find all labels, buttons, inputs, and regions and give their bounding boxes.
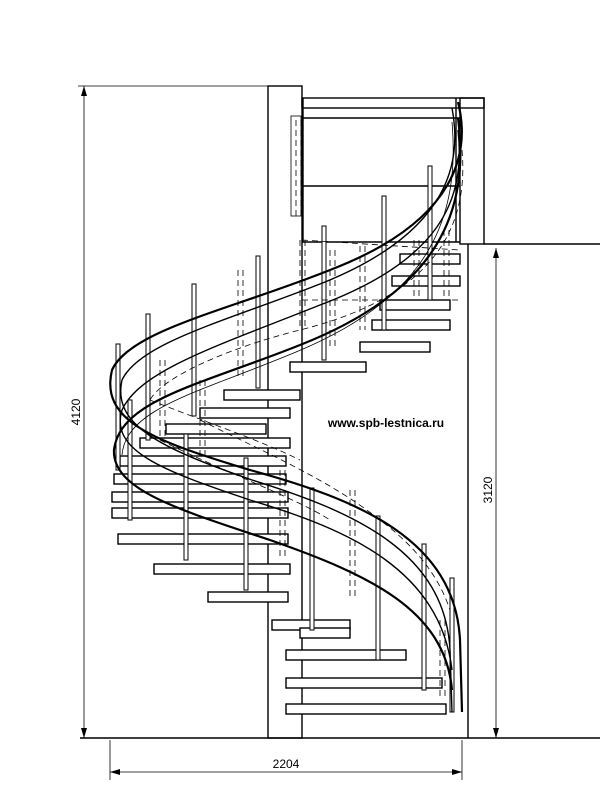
stair-tread (299, 627, 351, 639)
dimension-floor-height: 3120 (481, 248, 499, 738)
width-label: 2204 (273, 757, 300, 771)
stair-tread (111, 491, 289, 503)
baluster (127, 399, 133, 521)
baluster (183, 433, 189, 561)
dimension-width: 2204 (109, 740, 463, 780)
baluster (243, 457, 249, 591)
stair-tread (207, 591, 289, 603)
stair-tread (111, 507, 289, 519)
stair-tread (285, 649, 407, 661)
stair-tread (285, 703, 447, 715)
baluster (421, 543, 427, 691)
dimension-total-height: 4120 (69, 85, 268, 738)
stair-tread (289, 361, 367, 373)
baluster (191, 283, 197, 417)
stair-tread (359, 341, 431, 353)
baluster (255, 255, 261, 389)
handrail-back (112, 117, 462, 691)
stair-tread (371, 319, 451, 331)
hidden-stringer (149, 149, 464, 611)
website-url: www.spb-lestnica.ru (327, 416, 444, 430)
baluster (381, 195, 387, 331)
baluster (427, 165, 433, 301)
stair-tread (223, 389, 301, 401)
stair-tread (379, 299, 451, 311)
stair-treads (111, 253, 461, 715)
baluster (145, 313, 151, 441)
floor-height-label: 3120 (481, 476, 495, 503)
stair-tread (165, 423, 267, 435)
stair-tread (139, 437, 291, 449)
baluster (321, 225, 327, 361)
stair-tread (153, 563, 291, 575)
stair-tread (285, 677, 443, 689)
stair-tread (113, 473, 287, 485)
stair-tread (391, 275, 461, 287)
stair-tread (199, 407, 291, 419)
total-height-label: 4120 (69, 398, 83, 425)
stair-tread (117, 533, 289, 545)
upper-floor-slab (467, 243, 600, 739)
handrail-front (109, 101, 464, 713)
